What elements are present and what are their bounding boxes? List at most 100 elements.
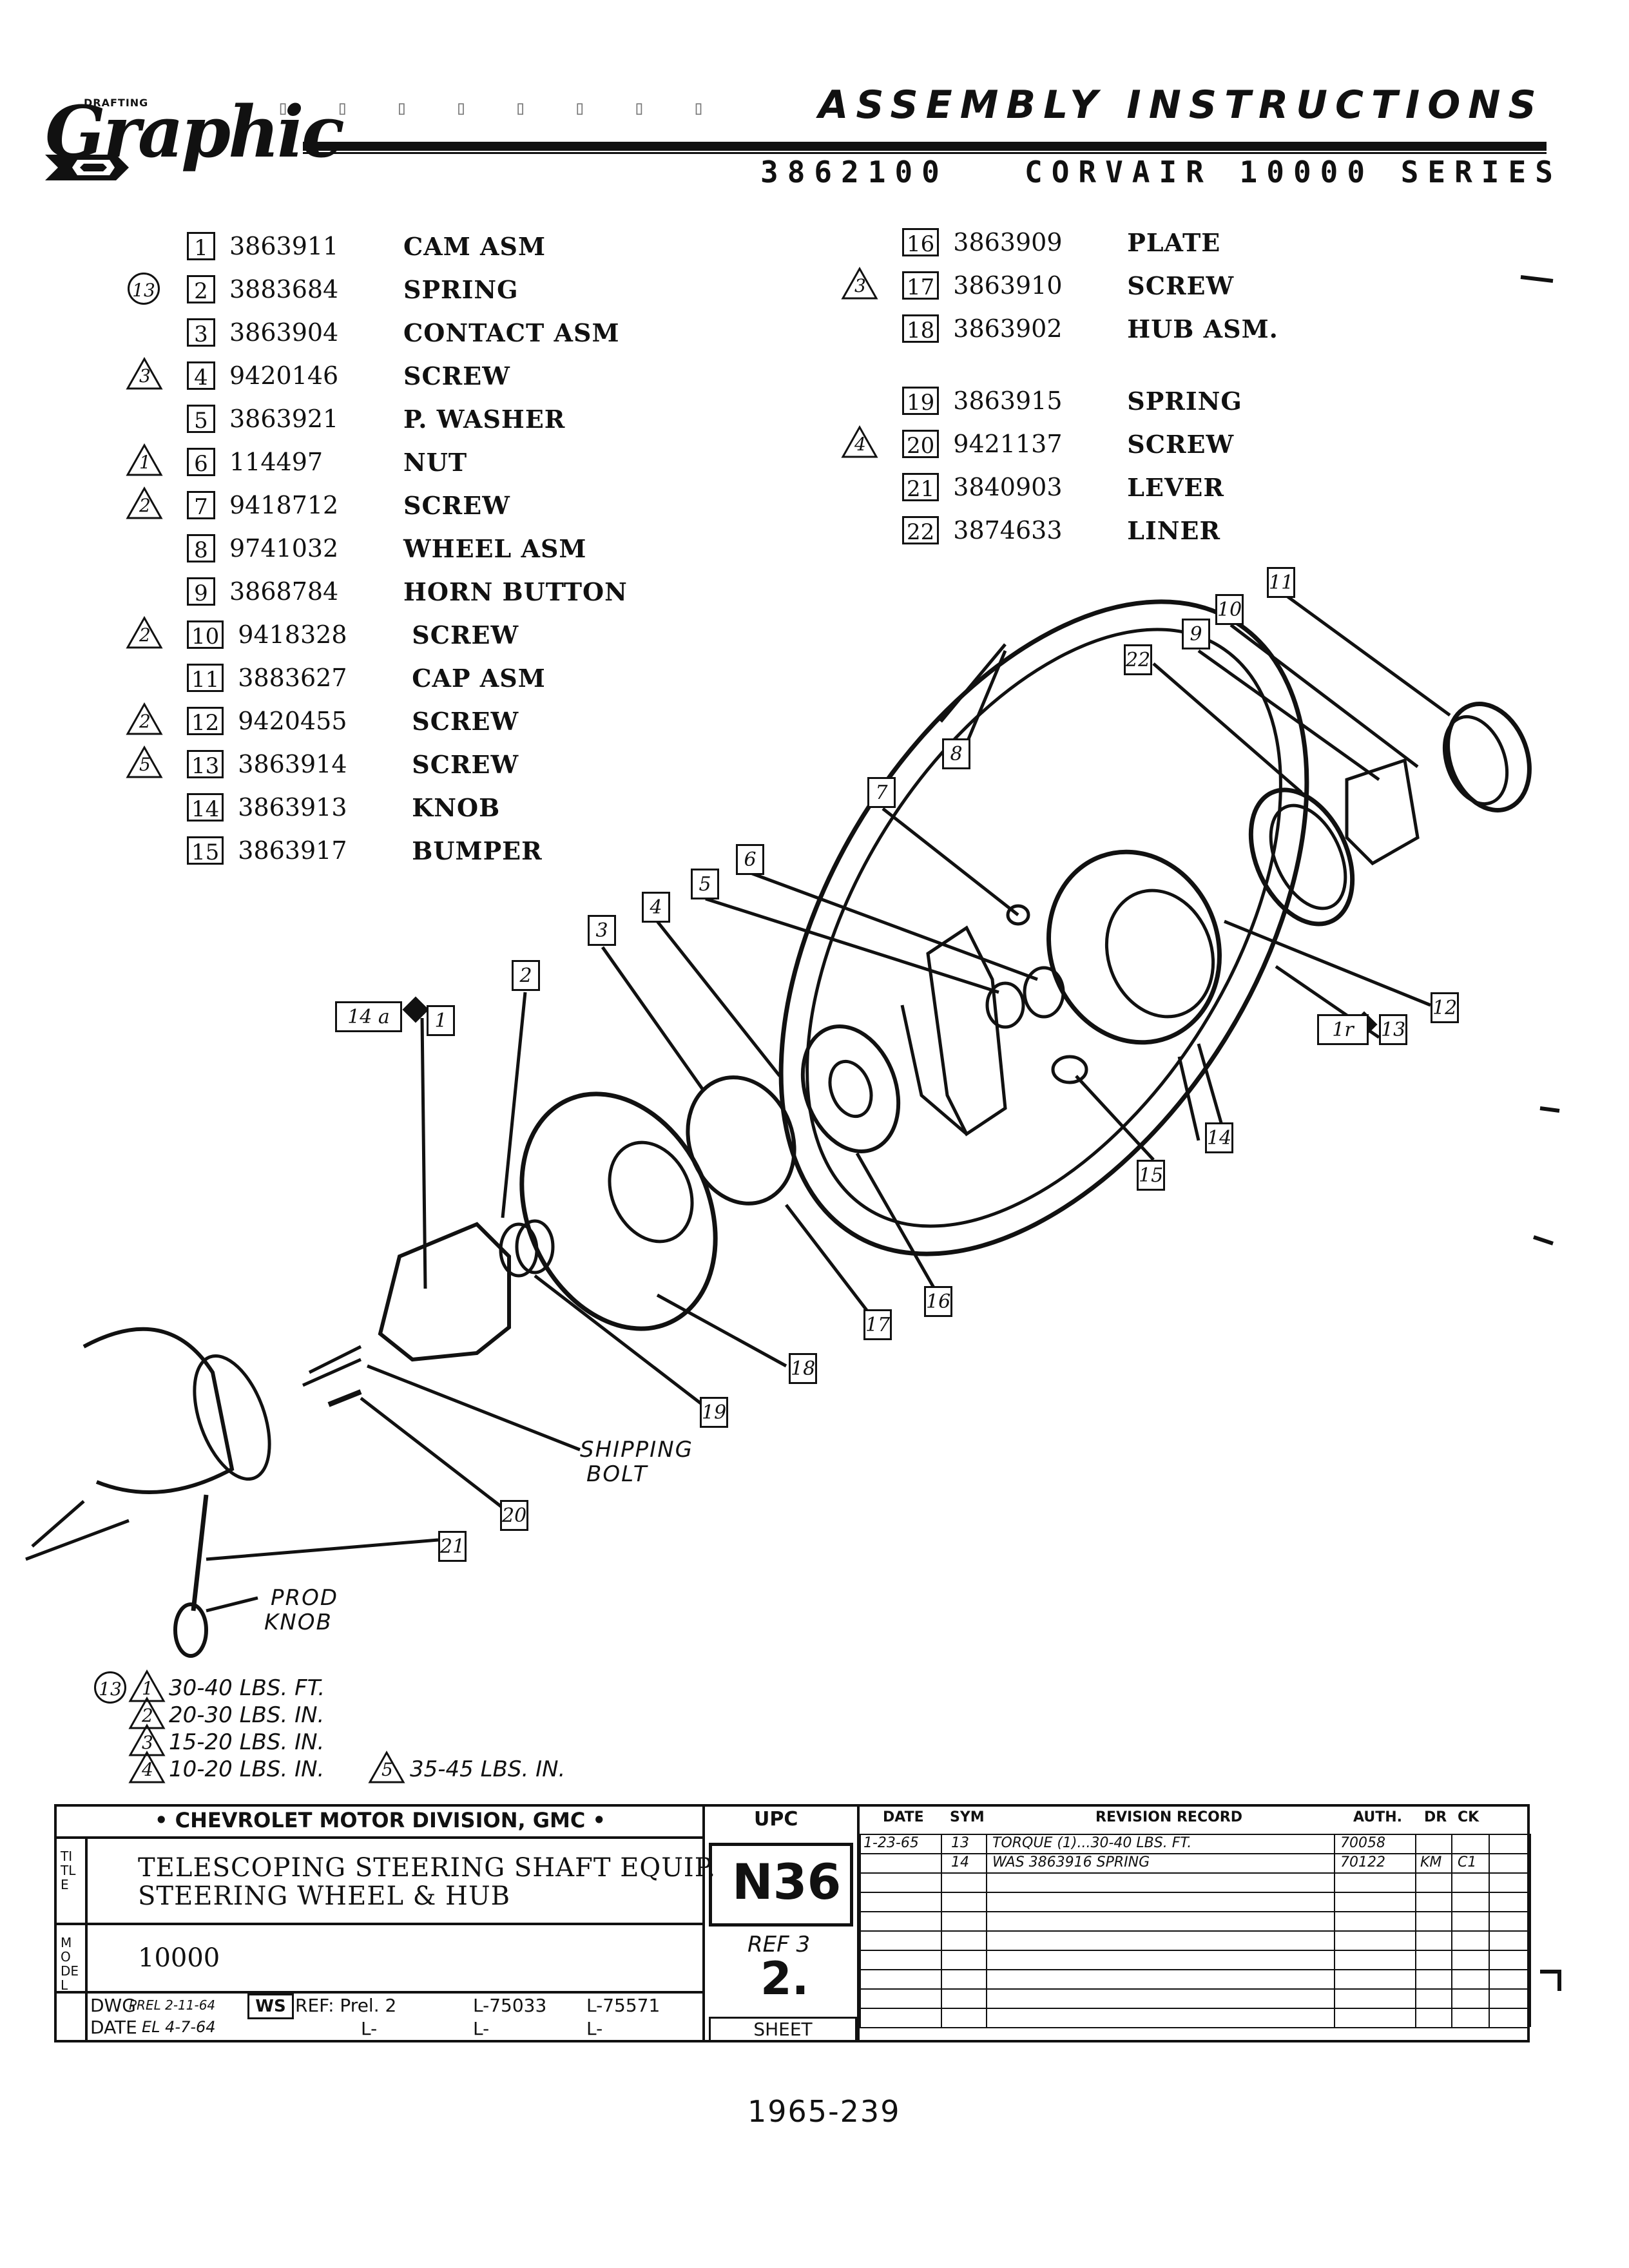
revision-row-line — [860, 2027, 1530, 2028]
part-number: 9418712 — [229, 491, 339, 519]
item-number: 19 — [902, 387, 940, 416]
logo-flag-icon — [45, 155, 129, 180]
revision-row-line — [860, 1872, 1530, 1874]
torque-triangle-2: 2 — [128, 1696, 166, 1731]
rev-col-sym: SYM — [950, 1809, 985, 1825]
part-name: KNOB — [412, 793, 501, 822]
column-opening — [193, 1354, 271, 1481]
callout-14a: 14 a — [335, 1001, 402, 1032]
torque-triangle-2-num: 2 — [142, 1705, 153, 1726]
dwg-value: PREL 2-11-64 — [129, 1997, 216, 2013]
prod-label-line2: KNOB — [264, 1610, 333, 1635]
item-number: 20 — [902, 430, 940, 459]
ws-stamp: WS — [247, 1994, 294, 2019]
revision-row-line — [860, 1892, 1530, 1893]
dwg-label: DWG — [90, 1995, 136, 2016]
callout-17: 17 — [863, 1309, 892, 1340]
leader-2 — [501, 992, 527, 1218]
callout-4: 4 — [642, 892, 670, 923]
item-number: 4 — [187, 361, 215, 390]
leader-11 — [1281, 591, 1451, 717]
item-number: 3 — [187, 318, 215, 347]
torque-triangle-mark: 2 — [125, 486, 164, 521]
part-name: HUB ASM. — [1127, 314, 1278, 343]
torque-triangle-mark: 4 — [840, 425, 879, 459]
part-name: SCREW — [412, 749, 519, 779]
item-number: 7 — [187, 491, 215, 520]
torque-triangle-4-num: 4 — [142, 1759, 153, 1780]
spring-19b — [515, 1219, 555, 1274]
part-name: SCREW — [412, 620, 519, 649]
diamond-marker-14a — [402, 996, 429, 1023]
callout-2: 2 — [512, 960, 540, 991]
leader-6 — [750, 871, 1038, 981]
header-rule — [303, 142, 1547, 151]
part-name: PLATE — [1127, 227, 1221, 257]
revision-cell-date: 1-23-65 — [863, 1835, 919, 1851]
callout-12: 12 — [1431, 992, 1459, 1023]
leader-16 — [855, 1152, 936, 1290]
leader-prod-knob — [206, 1596, 258, 1613]
washer-5 — [985, 981, 1025, 1029]
part-name: SCREW — [1127, 271, 1235, 300]
callout-9: 9 — [1182, 619, 1210, 649]
ref-l1: L- — [361, 2018, 378, 2039]
revision-col-line — [860, 1834, 861, 2027]
series-label: CORVAIR 10000 SERIES — [1025, 155, 1562, 189]
ref-3: REF 3 — [747, 1932, 811, 1957]
drafting-graphic-logo: DRAFTING Graphic — [39, 84, 345, 193]
torque-triangle-1-num: 1 — [142, 1678, 153, 1699]
callout-22: 22 — [1124, 644, 1152, 675]
logo-drafting-text: DRAFTING — [84, 97, 149, 109]
torque-spec-3: 15-20 LBS. IN. — [169, 1729, 325, 1755]
ref-1: L-75033 — [473, 1995, 547, 2016]
part-name: SPRING — [403, 274, 519, 304]
part-number: 3863913 — [238, 793, 347, 822]
item-number: 2 — [187, 275, 215, 304]
part-name: BUMPER — [412, 836, 543, 865]
part-name: LINER — [1127, 515, 1221, 545]
item-number: 16 — [902, 228, 940, 257]
liner-ring-inner — [1269, 803, 1347, 910]
revision-cell-text: TORQUE (1)...30-40 LBS. FT. — [992, 1835, 1192, 1851]
torque-triangle-4: 4 — [128, 1750, 166, 1785]
ref-label: REF: Prel. 2 — [295, 1995, 397, 2016]
revision-cell-text: WAS 3863916 SPRING — [992, 1854, 1150, 1870]
item-number: 11 — [187, 664, 224, 693]
leader-12 — [1224, 919, 1431, 1007]
tb-side-column — [85, 1836, 88, 2042]
plate-16 — [800, 1024, 901, 1153]
item-number: 22 — [902, 516, 940, 545]
callout-19: 19 — [700, 1397, 728, 1428]
part-number: 9741032 — [229, 534, 339, 562]
leader-21 — [206, 1538, 439, 1561]
wheel-spokes — [900, 643, 1226, 1135]
part-name: SCREW — [1127, 429, 1235, 459]
leader-5 — [705, 897, 999, 994]
part-name: SCREW — [403, 490, 510, 520]
date-label: DATE — [90, 2017, 137, 2038]
item-number: 6 — [187, 448, 215, 477]
item-number: 17 — [902, 271, 940, 300]
torque-triangle-3-num: 3 — [142, 1732, 153, 1753]
part-number: 3883627 — [238, 664, 347, 692]
leader-9 — [1197, 649, 1380, 782]
part-number: 3863909 — [953, 228, 1063, 256]
leader-1 — [420, 1017, 427, 1289]
torque-circle-13: 13 — [94, 1671, 126, 1704]
hub-housing-inner — [1104, 889, 1215, 1019]
upc-label: UPC — [754, 1808, 798, 1831]
item-number: 8 — [187, 534, 215, 563]
horn-button — [1345, 758, 1420, 866]
ref-l2: L- — [473, 2018, 490, 2039]
revision-row-line — [860, 1988, 1530, 1990]
